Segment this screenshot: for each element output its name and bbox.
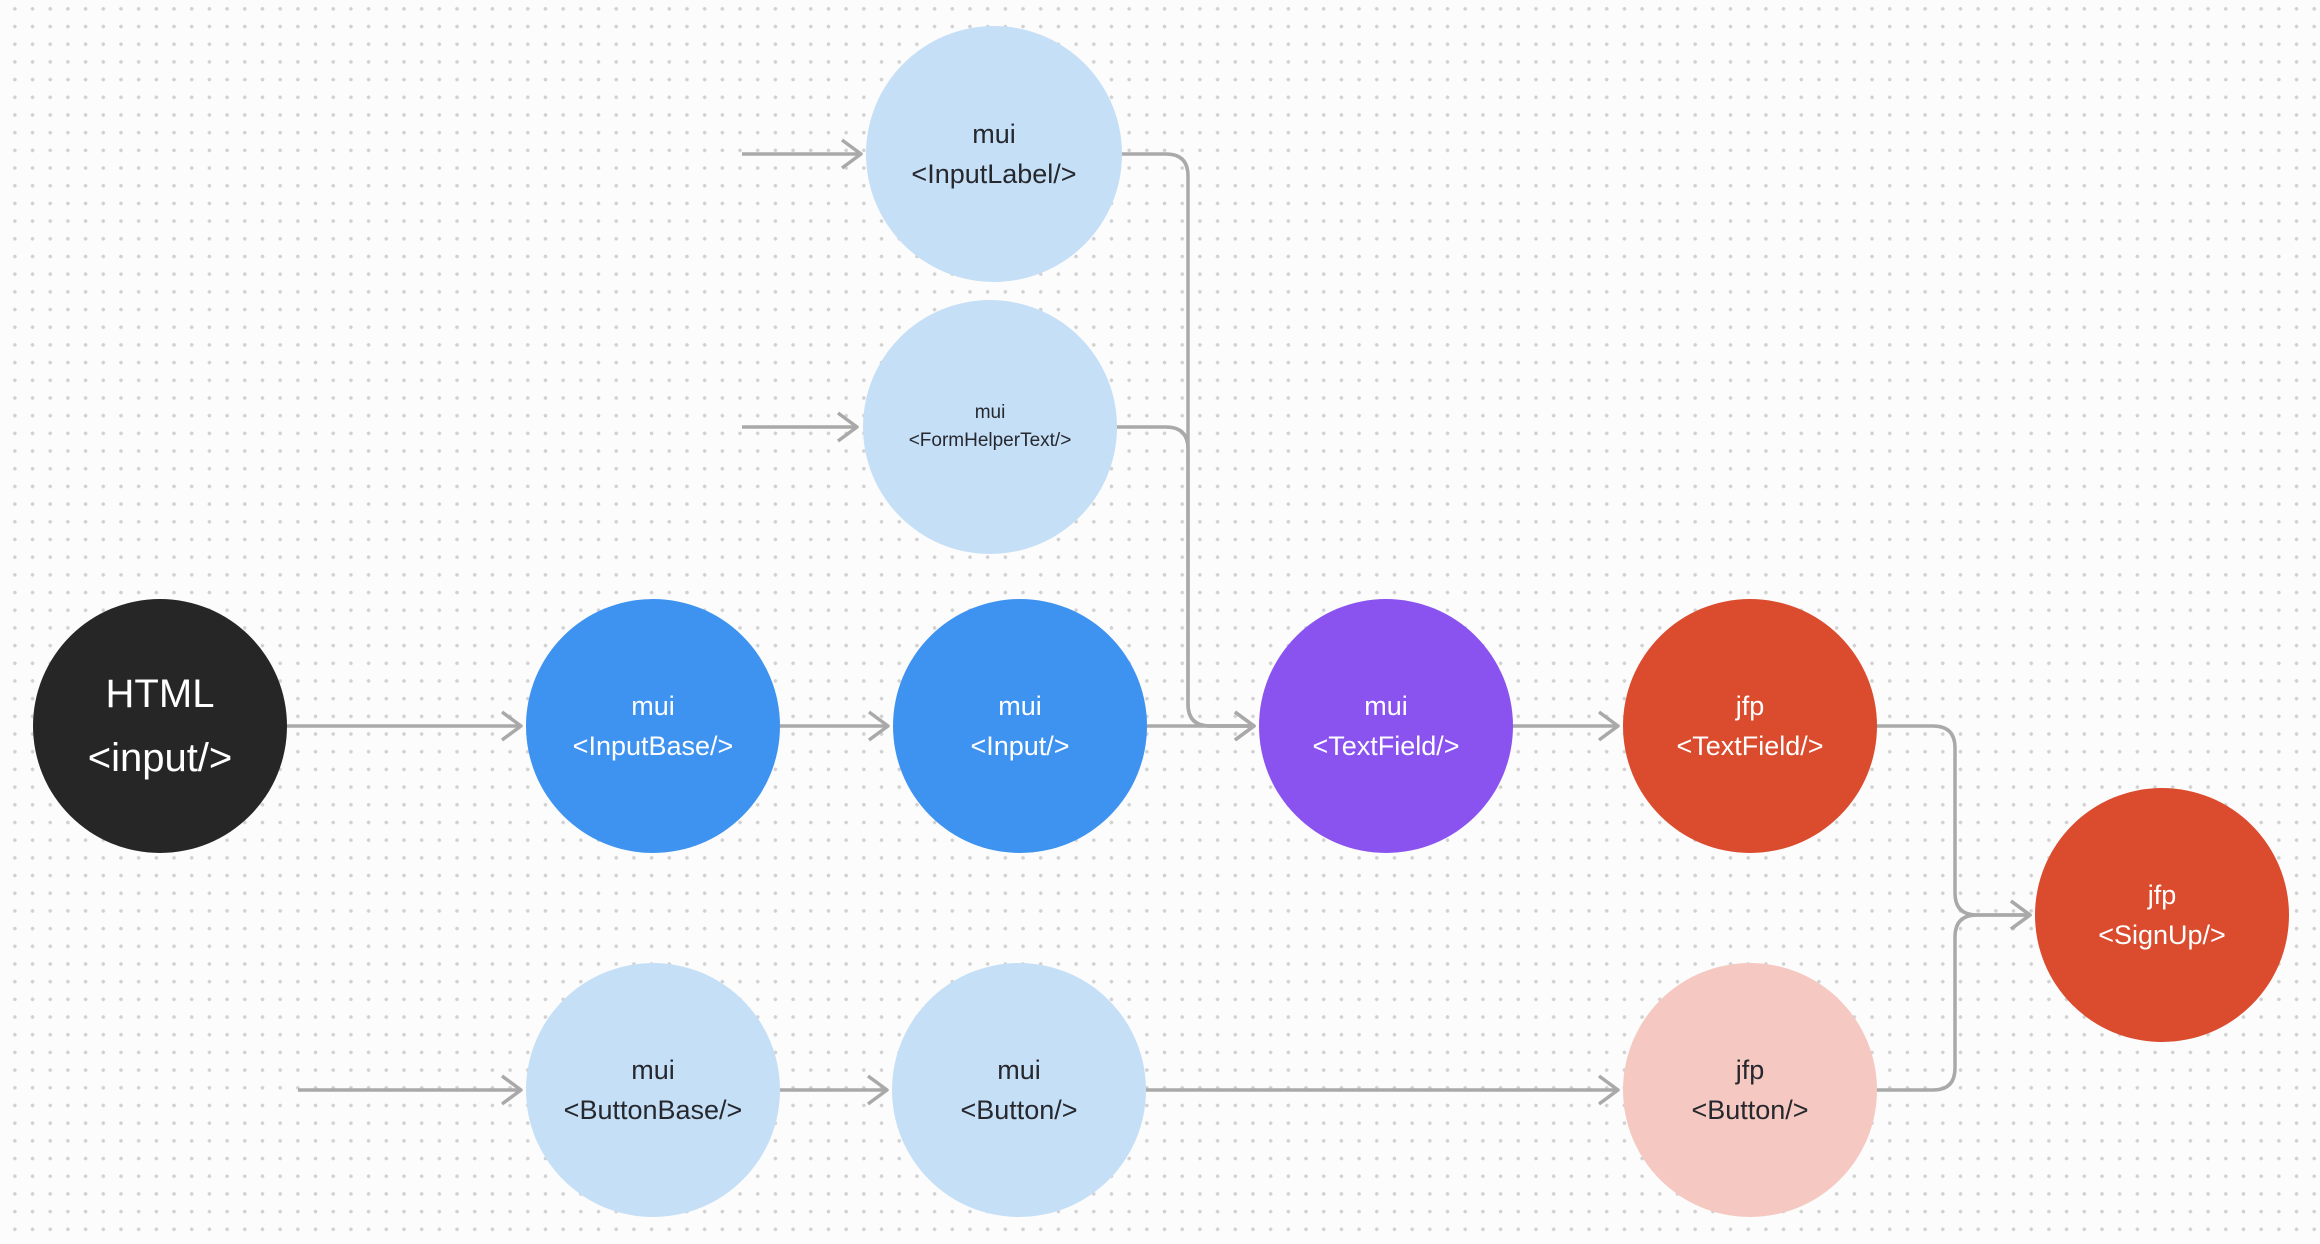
node-mui-textfield-library-label: mui (1364, 690, 1408, 721)
node-mui-textfield[interactable]: mui <TextField/> (1259, 599, 1513, 853)
node-html-input-library-label: HTML (105, 672, 215, 716)
node-mui-formhelpertext-library-label: mui (974, 401, 1006, 423)
node-jfp-textfield-component-label: <TextField/> (1676, 731, 1824, 761)
node-jfp-button-library-label: jfp (1735, 1054, 1765, 1085)
edge-inputbase-input-arrowhead (867, 710, 890, 742)
node-mui-buttonbase[interactable]: mui <ButtonBase/> (526, 963, 780, 1217)
node-mui-buttonbase-library-label: mui (631, 1054, 675, 1085)
node-mui-button-component-label: <Button/> (960, 1095, 1078, 1125)
edge-in-formhelpertext-arrowhead (836, 411, 859, 443)
node-mui-inputbase-library-label: mui (631, 690, 675, 721)
node-mui-inputbase[interactable]: mui <InputBase/> (526, 599, 780, 853)
node-mui-formhelpertext[interactable]: mui <FormHelperText/> (863, 300, 1117, 554)
edge-in-buttonbase-arrowhead (500, 1074, 523, 1106)
node-jfp-textfield-library-label: jfp (1735, 690, 1765, 721)
edge-formhelpertext-textfield-arrowhead (1233, 710, 1256, 742)
node-html-input[interactable]: HTML <input/> (33, 599, 287, 853)
node-mui-button-library-label: mui (997, 1054, 1041, 1085)
edge-button-jfpbutton-arrowhead (1597, 1074, 1620, 1106)
node-jfp-signup-component-label: <SignUp/> (2098, 920, 2226, 950)
node-mui-inputlabel-library-label: mui (972, 118, 1016, 149)
edge-jfptextfield-signup[interactable] (1877, 724, 2030, 917)
node-mui-buttonbase-component-label: <ButtonBase/> (563, 1095, 743, 1125)
edge-formhelpertext-textfield[interactable] (1117, 425, 1254, 728)
node-mui-input-library-label: mui (998, 690, 1042, 721)
node-jfp-signup[interactable]: jfp <SignUp/> (2035, 788, 2289, 1042)
node-mui-inputbase-component-label: <InputBase/> (572, 731, 734, 761)
edge-htmlinput-inputbase-arrowhead (500, 710, 523, 742)
node-jfp-textfield[interactable]: jfp <TextField/> (1623, 599, 1877, 853)
edge-jfpbutton-signup[interactable] (1877, 913, 2030, 1092)
edge-jfpbutton-signup-arrowhead (2009, 899, 2032, 931)
node-jfp-button-component-label: <Button/> (1691, 1095, 1809, 1125)
node-jfp-button[interactable]: jfp <Button/> (1623, 963, 1877, 1217)
node-mui-inputlabel[interactable]: mui <InputLabel/> (866, 26, 1122, 282)
node-mui-textfield-component-label: <TextField/> (1312, 731, 1460, 761)
node-html-input-component-label: <input/> (87, 736, 233, 780)
edge-textfield-jfptextfield-arrowhead (1597, 710, 1620, 742)
node-jfp-signup-library-label: jfp (2147, 879, 2177, 910)
edge-in-inputlabel-arrowhead (840, 138, 863, 170)
node-mui-inputlabel-component-label: <InputLabel/> (911, 159, 1077, 189)
node-mui-formhelpertext-component-label: <FormHelperText/> (908, 430, 1072, 451)
edge-buttonbase-button-arrowhead (866, 1074, 889, 1106)
node-mui-button[interactable]: mui <Button/> (892, 963, 1146, 1217)
node-mui-input[interactable]: mui <Input/> (893, 599, 1147, 853)
node-mui-input-component-label: <Input/> (970, 731, 1070, 761)
